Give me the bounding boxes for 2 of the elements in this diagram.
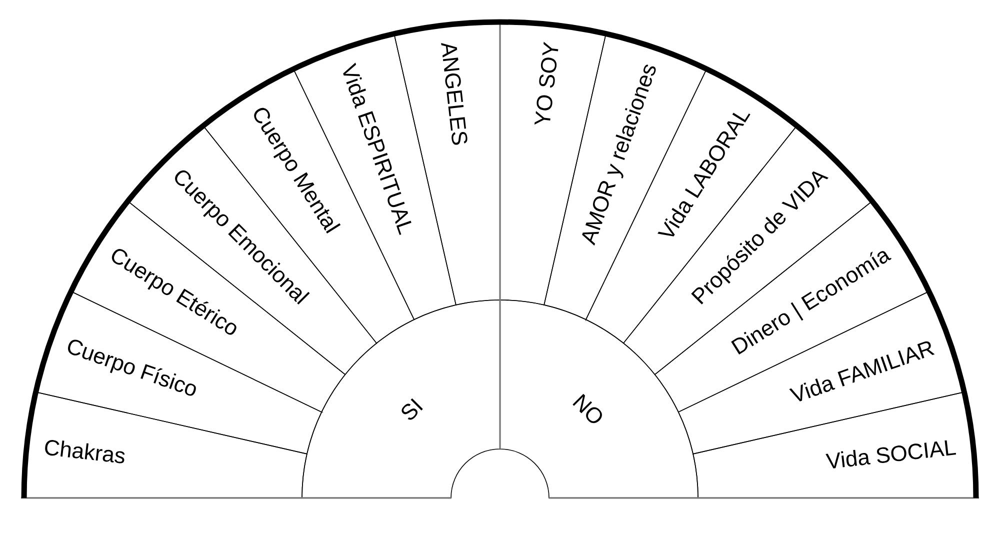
chart-sector: SI bbox=[302, 300, 500, 498]
chart-sector: NO bbox=[500, 300, 698, 498]
